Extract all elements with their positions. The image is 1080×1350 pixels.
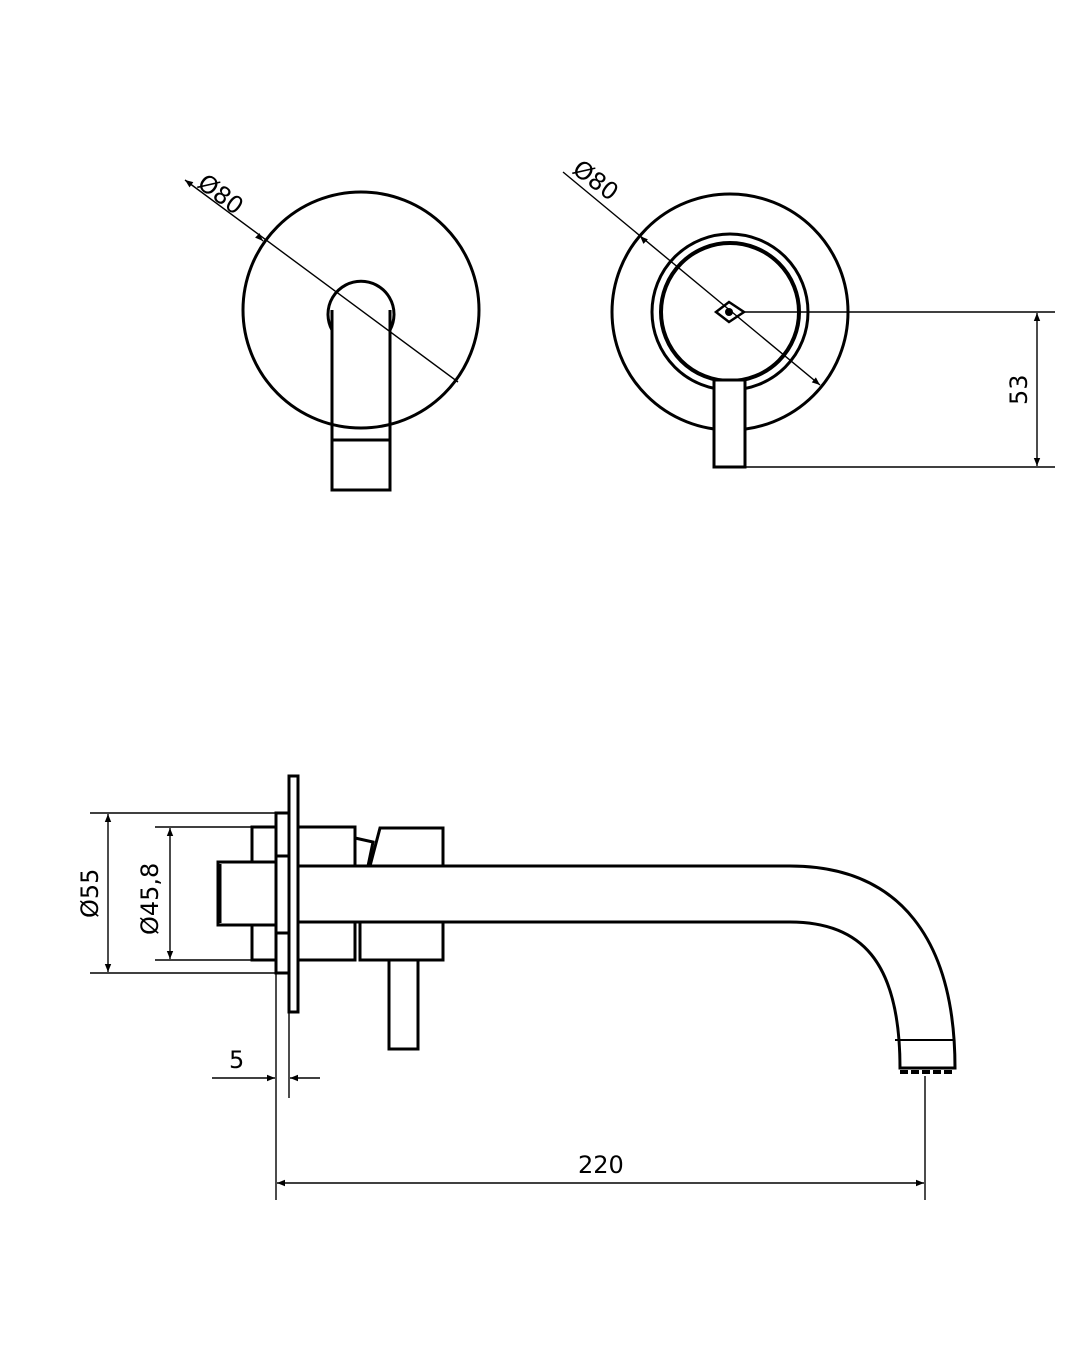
spout-tube <box>330 310 392 492</box>
side-view: Ø55 Ø45,8 5 220 <box>76 774 957 1200</box>
collar-bottom <box>296 920 357 962</box>
body-block-top <box>250 825 278 864</box>
rear-cap <box>216 860 278 927</box>
lever-handle <box>712 378 747 469</box>
spout-body <box>298 864 957 1070</box>
plate-thickness-label: 5 <box>229 1046 244 1074</box>
lever-height-label: 53 <box>1005 374 1033 405</box>
lever-head-top <box>368 826 445 867</box>
spout-length-label: 220 <box>578 1151 624 1179</box>
body-block-bottom <box>250 923 278 962</box>
spout-bend-arc <box>326 279 396 331</box>
diameter-leader <box>562 171 821 386</box>
collar-top <box>296 825 357 868</box>
lever-hinge <box>354 836 375 867</box>
diameter-leader <box>184 179 459 383</box>
front-view-spout: Ø80 <box>184 168 481 492</box>
lever-head-bottom <box>358 920 445 962</box>
mounting-flange <box>274 811 291 975</box>
spout-diameter-label: Ø80 <box>192 168 248 220</box>
flange-outer-diameter-label: Ø55 <box>76 869 104 918</box>
spout-rosette-circle <box>241 190 481 430</box>
lever-handle <box>387 958 420 1051</box>
front-view-lever: Ø80 53 <box>562 154 1055 469</box>
flange-inner-diameter-label: Ø45,8 <box>136 863 164 935</box>
